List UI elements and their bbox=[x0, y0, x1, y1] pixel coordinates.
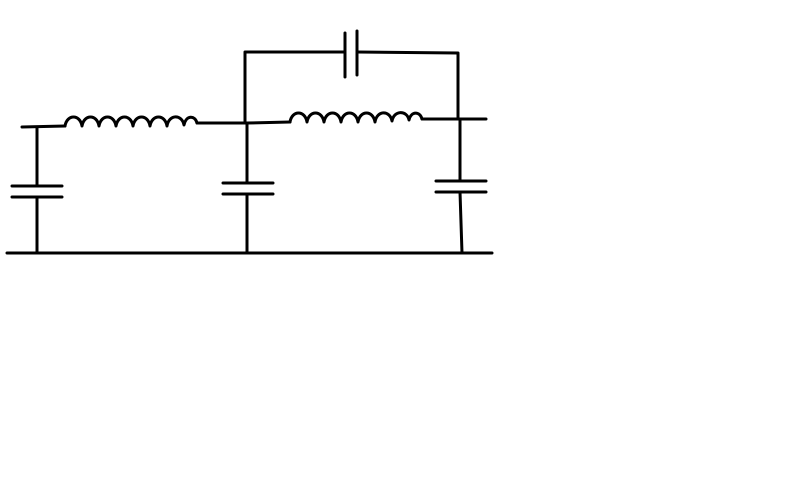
capacitor-c1 bbox=[10, 184, 64, 199]
capacitor-c2 bbox=[221, 181, 275, 196]
inductor-l1 bbox=[63, 115, 199, 128]
capacitor-c4 bbox=[434, 179, 488, 194]
bridge-right-riser-wire bbox=[355, 50, 460, 121]
capacitor-c3 bbox=[343, 29, 359, 79]
node-to-l2-wire bbox=[245, 120, 292, 125]
circuit-wires bbox=[5, 50, 494, 255]
circuit-components bbox=[10, 29, 488, 199]
c4-bottom-lead-wire bbox=[458, 190, 464, 255]
input-stub-wire bbox=[20, 124, 67, 129]
bridge-left-riser-wire bbox=[243, 50, 347, 125]
inductor-l2 bbox=[288, 111, 424, 124]
